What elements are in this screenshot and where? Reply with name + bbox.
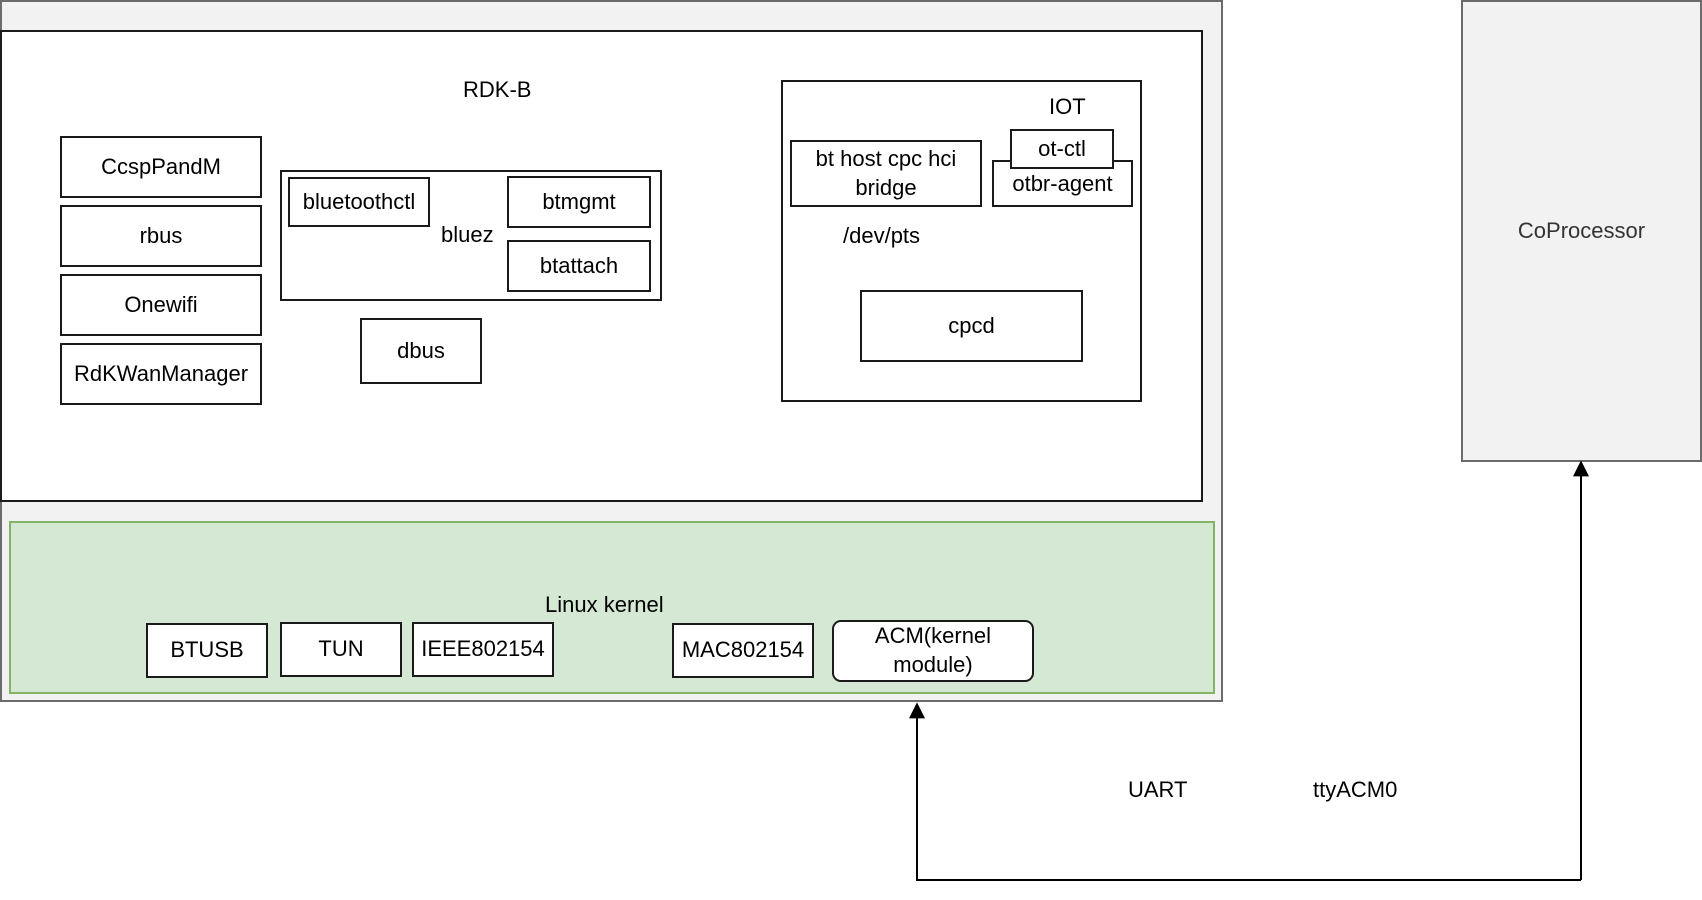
uart-label: UART [1128,777,1188,802]
dbus-box: dbus [360,318,482,384]
coprocessor-box: CoProcessor [1461,0,1702,462]
bluetoothctl-box: bluetoothctl [288,177,430,227]
acm-kernel-module-box: ACM(kernel module) [832,620,1034,682]
service-onewifi: Onewifi [60,274,262,336]
iot-title: IOT [1049,94,1086,119]
bluez-label: bluez [441,222,494,247]
service-rbus: rbus [60,205,262,267]
ot-ctl-box: ot-ctl [1010,129,1114,169]
dev-pts-label: /dev/pts [843,223,921,248]
bt-host-cpc-hci-bridge-box: bt host cpc hci bridge [790,140,982,207]
service-ccsppandm: CcspPandM [60,136,262,198]
cpcd-box: cpcd [860,290,1083,362]
uart-link-path [909,702,1581,881]
btmgmt-box: btmgmt [507,176,651,228]
btattach-box: btattach [507,240,651,292]
ieee802154-box: IEEE802154 [412,622,554,677]
mac802154-box: MAC802154 [672,623,814,678]
service-rdkwanmanager: RdKWanManager [60,343,262,405]
tun-box: TUN [280,622,402,677]
btusb-box: BTUSB [146,623,268,678]
rdkb-title: RDK-B [463,77,532,102]
ttyacm0-label: ttyACM0 [1313,777,1398,802]
linux-kernel-title: Linux kernel [545,592,664,617]
